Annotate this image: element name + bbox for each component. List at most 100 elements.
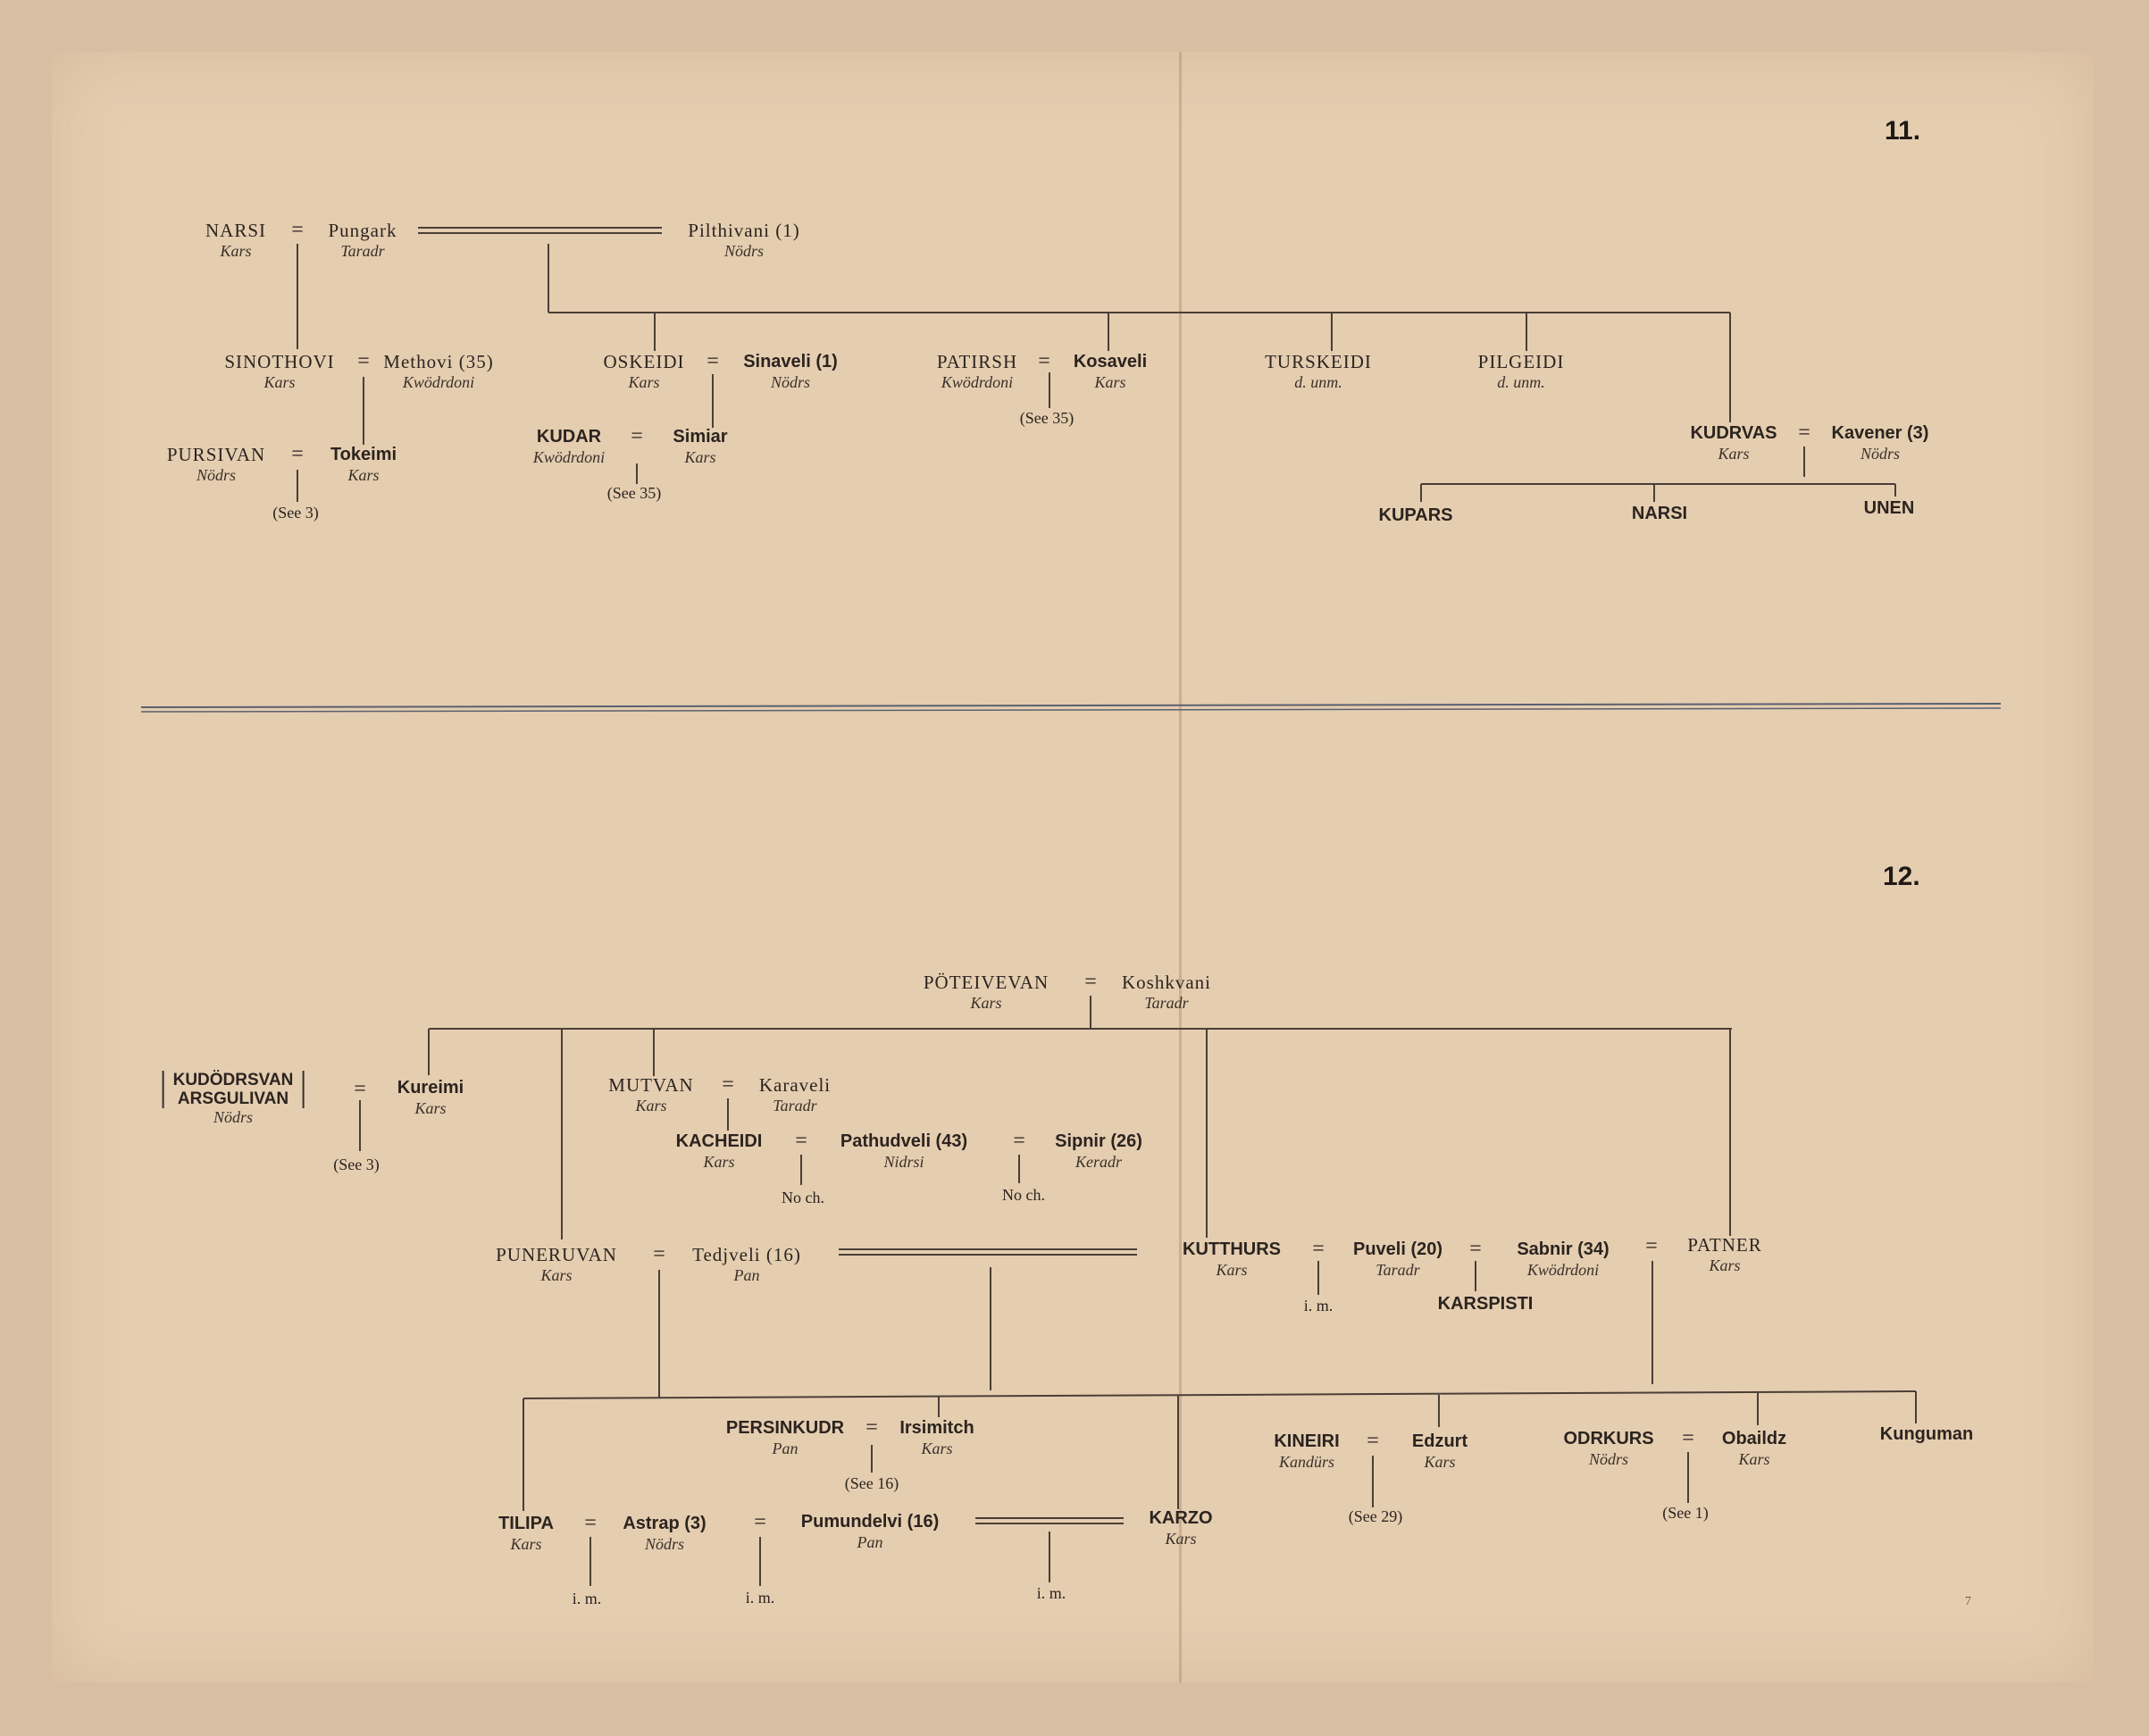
person-name: PATNER	[1687, 1234, 1762, 1256]
marriage-sign: =	[795, 1129, 807, 1153]
marriage-sign: =	[1013, 1129, 1025, 1153]
person-name: PATIRSH	[936, 351, 1018, 372]
person-persinkudr: PERSINKUDR Pan	[726, 1416, 844, 1457]
person-name: Karaveli	[758, 1074, 832, 1096]
person-name: SINOTHOVI	[224, 351, 335, 372]
person-name: PERSINKUDR	[725, 1418, 845, 1438]
person-tribe: Taradr	[773, 1097, 817, 1114]
person-name: Pathudveli (43)	[840, 1131, 968, 1151]
note-text: No ch.	[1002, 1186, 1045, 1204]
person-tribe: Pan	[772, 1440, 799, 1457]
note-text: (See 29)	[1348, 1507, 1403, 1525]
note-text: (See 1)	[1662, 1504, 1709, 1522]
person-kutthurs: KUTTHURS Kars	[1183, 1238, 1281, 1279]
person-tribe: Kars	[1718, 445, 1750, 463]
marriage-sign: =	[722, 1072, 734, 1097]
marriage-sign: =	[1312, 1237, 1325, 1261]
person-tribe: Kwödrdoni	[1526, 1261, 1600, 1279]
marriage-sign: =	[584, 1511, 597, 1535]
marriage-sign: =	[354, 1077, 366, 1101]
marriage-sign: =	[357, 349, 370, 373]
marriage-sign: =	[1682, 1426, 1694, 1450]
marriage-sign: =	[1367, 1429, 1379, 1453]
person-name: TURSKEIDI	[1265, 351, 1372, 372]
person-tribe: Kars	[1216, 1261, 1248, 1279]
person-tribe: Kars	[635, 1097, 667, 1114]
person-name: Methovi (35)	[383, 351, 494, 372]
person-tribe: Kars	[1165, 1530, 1197, 1548]
person-tribe: Nödrs	[196, 466, 237, 484]
marriage-sign: =	[1645, 1234, 1658, 1258]
person-name: KUDAR	[536, 427, 602, 447]
person-tribe: Pan	[733, 1266, 760, 1284]
person-tribe: d. unm.	[1497, 373, 1545, 391]
person-name: Tokeimi	[330, 445, 397, 464]
note-text: i. m.	[1303, 1297, 1334, 1315]
person-name: PUNERUVAN	[496, 1244, 617, 1265]
person-methovi: Methovi (35)Kwödrdoni	[383, 350, 493, 391]
person-name: Pilthivani (1)	[688, 220, 800, 241]
person-tribe: Nödrs	[723, 242, 765, 260]
note-text: i. m.	[745, 1589, 775, 1607]
book-page-spread	[52, 52, 2094, 1682]
note-see1: (See 1)	[1662, 1501, 1708, 1524]
person-tribe: Taradr	[340, 242, 385, 260]
person-karspisti: KARSPISTI	[1438, 1292, 1534, 1315]
person-name: KUTTHURS	[1183, 1239, 1281, 1259]
person-name: Kavener (3)	[1831, 423, 1929, 443]
person-name: Edzurt	[1411, 1431, 1468, 1451]
person-tribe: Kars	[220, 242, 252, 260]
person-puveli: Puveli (20) Taradr	[1353, 1238, 1442, 1279]
person-name: Sipnir (26)	[1055, 1131, 1142, 1151]
person-tribe: Kars	[510, 1535, 542, 1553]
note-im4: i. m.	[1037, 1582, 1066, 1605]
person-sinaveli: Sinaveli (1)Nödrs	[743, 350, 838, 391]
person-tribe: Kars	[628, 373, 660, 391]
person-sabnir: Sabnir (34)Kwödrdoni	[1517, 1238, 1609, 1279]
person-tribe: Taradr	[1376, 1261, 1420, 1279]
person-tribe: Nödrs	[770, 373, 811, 391]
person-tribe: Kars	[414, 1099, 447, 1117]
person-tribe: Kars	[540, 1266, 573, 1284]
person-narsi2: NARSI	[1632, 502, 1687, 525]
person-name: Pungark	[328, 220, 397, 241]
note-text: (See 16)	[844, 1474, 899, 1492]
person-name: Puveli (20)	[1352, 1239, 1443, 1259]
marriage-sign: =	[1084, 970, 1097, 994]
person-tribe: Kandürs	[1278, 1453, 1334, 1471]
note-im2: i. m.	[573, 1587, 602, 1610]
section-divider	[140, 707, 2002, 713]
descent-line	[523, 1390, 1917, 1399]
person-tribe: Kwödrdoni	[402, 373, 475, 391]
person-pathudveli: Pathudveli (43)Nidrsi	[840, 1130, 967, 1171]
person-name: Kunguman	[1879, 1424, 1974, 1444]
person-tribe: Kwödrdoni	[532, 448, 606, 466]
note-noch2: No ch.	[1002, 1183, 1045, 1206]
note-see29: (See 29)	[1349, 1505, 1402, 1528]
person-pilthivani: Pilthivani (1)Nödrs	[688, 219, 799, 260]
marriage-sign: =	[754, 1510, 766, 1534]
note-see3: (See 3)	[272, 501, 318, 524]
person-unen: UNEN	[1864, 497, 1915, 520]
note-text: (See 3)	[333, 1156, 380, 1173]
marriage-sign: =	[707, 349, 719, 373]
person-tribe: Nödrs	[1860, 445, 1900, 463]
marriage-sign: =	[631, 424, 643, 448]
